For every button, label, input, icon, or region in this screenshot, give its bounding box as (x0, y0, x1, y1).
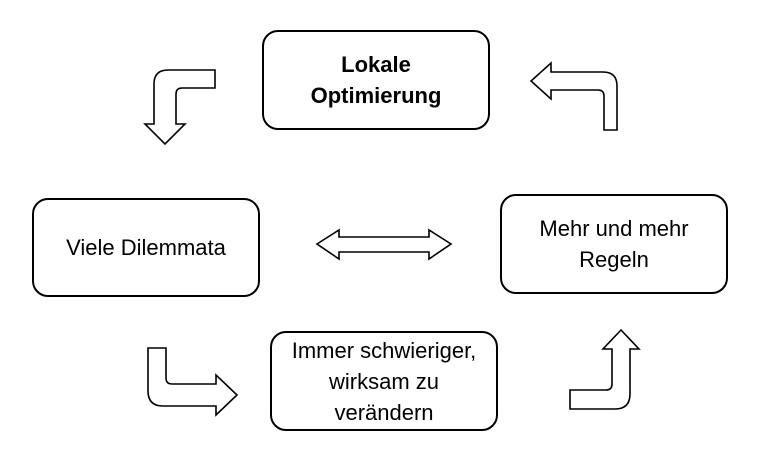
node-right-line-1: Mehr und mehr (539, 216, 689, 241)
node-top-line-2: Optimierung (310, 83, 442, 108)
node-top-line-1: Lokale (341, 52, 411, 77)
node-lokale-optimierung: Lokale Optimierung (262, 30, 490, 130)
node-bottom-line-3: verändern (334, 399, 434, 425)
double-arrow-left-right (315, 228, 453, 261)
node-left-line-1: Viele Dilemmata (66, 235, 226, 260)
node-bottom-line-1: Immer schwieriger, (291, 337, 477, 363)
node-bottom-line-2: wirksam zu (328, 368, 439, 394)
arrow-top-to-left (143, 69, 216, 146)
arrow-left-to-bottom (147, 347, 239, 417)
arrow-right-to-top (529, 61, 618, 131)
node-right-line-2: Regeln (579, 247, 649, 272)
arrow-bottom-to-right (569, 328, 641, 410)
node-viele-dilemmata: Viele Dilemmata (32, 198, 260, 297)
node-immer-schwieriger: Immer schwieriger, wirksam zu verändern (270, 331, 498, 431)
node-mehr-und-mehr-regeln: Mehr und mehr Regeln (500, 194, 728, 294)
